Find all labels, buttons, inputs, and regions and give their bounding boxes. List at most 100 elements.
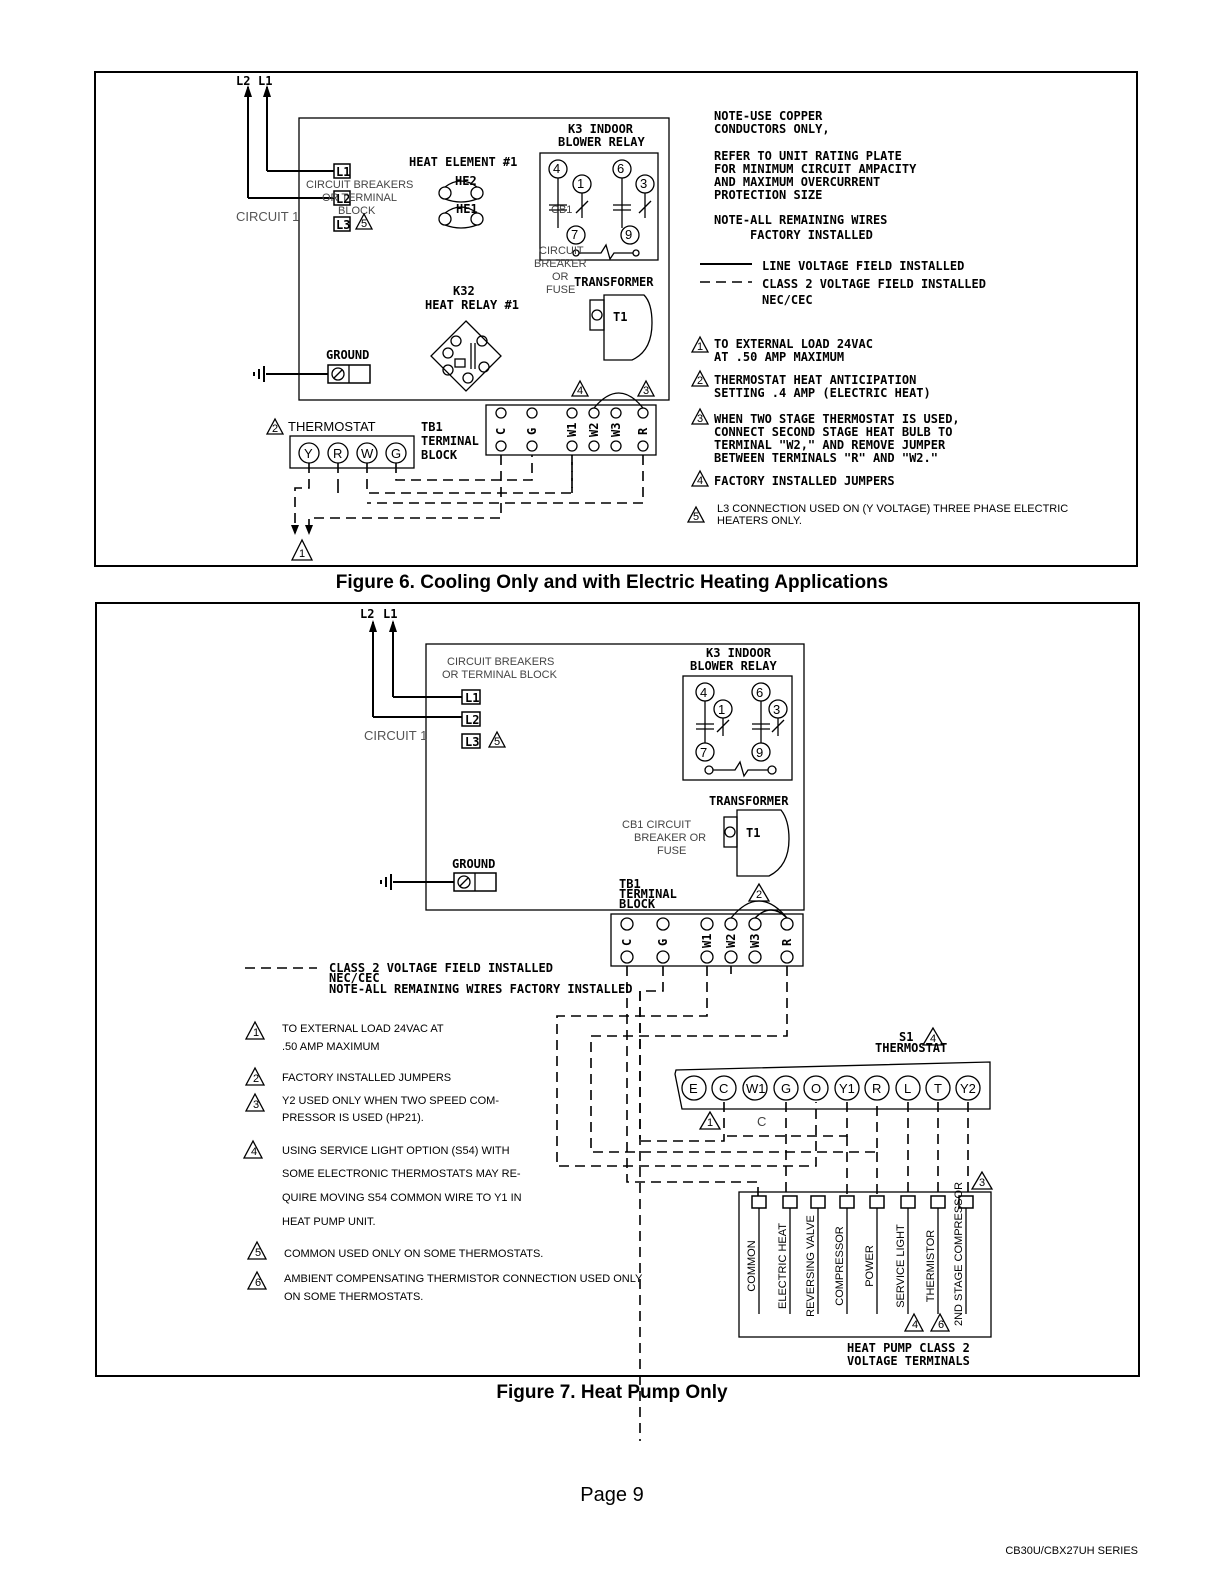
note-marker-5: 5 xyxy=(246,1240,268,1260)
k3-relay-label-2: BLOWER RELAY xyxy=(558,135,645,149)
thermostat-label: THERMOSTAT xyxy=(288,419,376,434)
warning-marker-2: 2 xyxy=(747,882,771,902)
thermostat-terminals xyxy=(298,442,407,464)
note-4-line-2: SOME ELECTRONIC THERMOSTATS MAY RE- xyxy=(282,1168,521,1180)
note-copper-2: CONDUCTORS ONLY, xyxy=(714,122,830,136)
contact-7: 7 xyxy=(571,227,578,242)
breakers-label-2: OR TERMINAL xyxy=(322,192,397,204)
s1-terminal-l: L xyxy=(904,1081,911,1096)
tb1-terminal-r: R xyxy=(636,427,650,435)
contact-9: 9 xyxy=(756,745,763,760)
ground-label: GROUND xyxy=(326,348,369,362)
l1-label: L1 xyxy=(258,74,272,88)
terminal-l1: L1 xyxy=(465,691,479,705)
note-marker-5: 5 xyxy=(686,505,706,523)
figure-7-caption: Figure 7. Heat Pump Only xyxy=(496,1382,728,1403)
svg-text:4: 4 xyxy=(697,475,703,487)
note-1-line-1: TO EXTERNAL LOAD 24VAC xyxy=(714,337,873,351)
c-label: C xyxy=(757,1114,766,1129)
note-3-line-2: CONNECT SECOND STAGE HEAT BULB TO xyxy=(714,425,952,439)
note-2-line-2: SETTING .4 AMP (ELECTRIC HEAT) xyxy=(714,386,931,400)
tb1-terminal-g: G xyxy=(656,939,670,946)
breakers-label-1: CIRCUIT BREAKERS xyxy=(306,179,413,191)
k32-label-2: HEAT RELAY #1 xyxy=(425,298,519,312)
s1-label: S1 xyxy=(899,1030,913,1044)
warning-marker-1: 1 xyxy=(698,1110,722,1130)
k32-label-1: K32 xyxy=(453,284,475,298)
hp-terminal-electric-heat: ELECTRIC HEAT xyxy=(777,1223,789,1309)
note-4: FACTORY INSTALLED JUMPERS xyxy=(714,474,895,488)
note-3-line-3: TERMINAL "W2," AND REMOVE JUMPER xyxy=(714,438,946,452)
figure-6-caption: Figure 6. Cooling Only and with Electric… xyxy=(335,572,889,593)
svg-text:3: 3 xyxy=(979,1177,985,1189)
thermostat-s1-terminals xyxy=(681,1075,981,1101)
s1-thermostat-label: THERMOSTAT xyxy=(875,1041,947,1055)
svg-text:2: 2 xyxy=(697,375,703,387)
warning-marker-5: 5 xyxy=(354,212,374,230)
warning-marker-1-external: 1 xyxy=(290,538,314,561)
t1-label: T1 xyxy=(613,310,627,324)
note-1-line-1: TO EXTERNAL LOAD 24VAC AT xyxy=(282,1023,444,1035)
breakers-label-1: CIRCUIT BREAKERS xyxy=(447,656,554,668)
hp-terminal-2nd-stage: 2ND STAGE COMPRESSOR xyxy=(953,1182,965,1326)
transformer-label: TRANSFORMER xyxy=(574,275,654,289)
heat-pump-terminal-strip xyxy=(738,1191,992,1338)
svg-text:6: 6 xyxy=(255,1277,261,1289)
terminal-l3: L3 xyxy=(336,218,350,232)
note-factory-2: FACTORY INSTALLED xyxy=(750,228,873,242)
note-5-line-1: L3 CONNECTION USED ON (Y VOLTAGE) THREE … xyxy=(717,503,1068,515)
figure-6-wiring-diagram: L2 L1 L1 L2 L3 CIRCUIT 1 CIRCUIT BREAKER… xyxy=(94,71,1138,567)
k3-relay-label-1: K3 INDOOR xyxy=(706,646,772,660)
hp-terminal-power: POWER xyxy=(864,1245,876,1287)
svg-text:1: 1 xyxy=(299,548,305,560)
note-4-line-4: HEAT PUMP UNIT. xyxy=(282,1216,376,1228)
svg-text:2: 2 xyxy=(272,423,278,435)
power-leads xyxy=(369,620,462,718)
svg-text:4: 4 xyxy=(912,1319,918,1331)
svg-text:4: 4 xyxy=(577,385,583,397)
note-rating-4: PROTECTION SIZE xyxy=(714,188,822,202)
contact-4: 4 xyxy=(700,685,707,700)
hp-label-1: HEAT PUMP CLASS 2 xyxy=(847,1341,970,1355)
note-5-line-2: HEATERS ONLY. xyxy=(717,515,802,527)
hp-label-2: VOLTAGE TERMINALS xyxy=(847,1354,970,1368)
legend-class2-2: NEC/CEC xyxy=(329,971,380,985)
stat-terminal-w: W xyxy=(361,446,374,461)
k3-relay-box xyxy=(539,152,659,261)
terminal-l2: L2 xyxy=(465,713,479,727)
s1-terminal-o: O xyxy=(811,1081,821,1096)
hp-terminal-reversing-valve: REVERSING VALVE xyxy=(805,1215,817,1317)
tb1-label-2: TERMINAL xyxy=(421,434,479,448)
warning-marker-6-hp: 6 xyxy=(929,1312,951,1332)
note-3-line-4: BETWEEN TERMINALS "R" AND "W2." xyxy=(714,451,938,465)
s1-terminal-y1: Y1 xyxy=(839,1081,855,1096)
tb1-terminal-w3: W3 xyxy=(609,423,623,437)
note-2-line-1: THERMOSTAT HEAT ANTICIPATION xyxy=(714,373,916,387)
note-marker-2: 2 xyxy=(690,369,710,387)
circuit-label: CIRCUIT 1 xyxy=(236,209,299,224)
tb1-terminals xyxy=(620,900,794,964)
note-1-line-2: .50 AMP MAXIMUM xyxy=(282,1041,380,1053)
heat-element-label: HEAT ELEMENT #1 xyxy=(409,155,517,169)
tb1-terminal-w3: W3 xyxy=(748,934,762,948)
tb1-terminal-w1: W1 xyxy=(565,423,579,437)
k32-heat-relay xyxy=(430,320,502,392)
note-marker-1: 1 xyxy=(690,335,710,353)
heat-element-he1 xyxy=(438,206,484,229)
cb1-label-4: OR xyxy=(552,271,569,283)
hp-terminal-service-light: SERVICE LIGHT xyxy=(895,1224,907,1308)
t1-label: T1 xyxy=(746,826,760,840)
stat-terminal-r: R xyxy=(333,446,342,461)
tb1-label-1: TB1 xyxy=(619,877,641,891)
note-rating-3: AND MAXIMUM OVERCURRENT xyxy=(714,175,880,189)
s1-terminal-g: G xyxy=(781,1081,791,1096)
hp-terminal-compressor: COMPRESSOR xyxy=(834,1226,846,1306)
field-wiring-class2 xyxy=(556,966,969,1441)
tb1-label-1: TB1 xyxy=(421,420,443,434)
legend-class2-1: CLASS 2 VOLTAGE FIELD INSTALLED xyxy=(762,277,986,291)
note-factory-1: NOTE-ALL REMAINING WIRES xyxy=(714,213,887,227)
transformer-t1 xyxy=(723,809,790,877)
line-terminal-block xyxy=(333,163,351,232)
s1-terminal-w1: W1 xyxy=(746,1081,766,1096)
contact-6: 6 xyxy=(756,685,763,700)
